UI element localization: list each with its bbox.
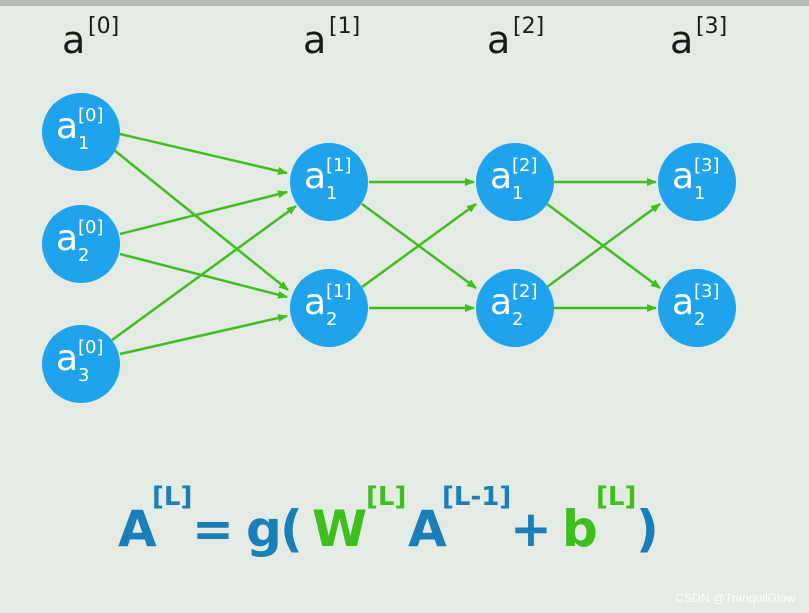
node-a3-2: a [3] 2 [658,269,736,347]
node-sup: [2] [512,155,538,176]
edge-a2-2-a3-1 [546,202,661,289]
node-a3-1: a [3] 1 [658,143,736,221]
node-base: a [490,156,513,197]
node-a2-2: a [2] 2 [476,269,554,347]
node-sup: [2] [512,281,538,302]
layer-title-sup: [3] [696,14,728,39]
node-base: a [56,218,79,259]
node-base: a [490,282,513,323]
layer-title-base: a [303,18,327,62]
node-sub: 3 [78,365,90,386]
edge-a0-3-a1-1 [111,204,297,342]
formula-b: b [562,500,598,558]
formula-A: A [118,500,157,558]
formula-A-prev: A [408,500,447,558]
node-a0-3: a [0] 3 [42,325,120,403]
top-band [0,0,809,6]
node-base: a [56,338,79,379]
node-sub: 1 [78,133,90,154]
edge-a0-2-a1-2 [119,252,288,299]
node-base: a [304,282,327,323]
formula-sup-L-green: [L] [366,482,407,512]
node-sup: [1] [326,281,352,302]
node-sub: 2 [512,309,524,330]
node-sub: 2 [78,245,90,266]
edge-a0-2-a1-1 [119,190,288,236]
formula-right-paren: ) [636,500,659,558]
formula-equals: = [192,500,234,558]
layer-title-0: a [0] [62,14,119,78]
layer-title-1: a [1] [303,14,360,78]
node-sub: 2 [326,309,338,330]
node-sub: 1 [694,183,706,204]
watermark: CSDN @TranquilGlow [675,591,795,605]
node-a0-2: a [0] 2 [42,205,120,283]
node-a1-2: a [1] 2 [290,269,368,347]
node-a2-1: a [2] 1 [476,143,554,221]
layer-title-sup: [1] [329,14,361,39]
layer-title-sup: [0] [88,14,120,39]
formula-plus: + [510,500,552,558]
layer-title-base: a [62,18,86,62]
node-sub: 2 [694,309,706,330]
node-sup: [3] [694,281,720,302]
edge-a1-2-a2-1 [361,202,477,289]
layer-title-sup: [2] [513,14,545,39]
edge-a0-1-a1-2 [113,149,289,291]
layer-title-base: a [487,18,511,62]
formula-left-paren: ( [280,500,303,558]
formula-g: g [246,500,282,558]
formula-sup-L-minus-1: [L-1] [442,482,512,512]
node-sup: [3] [694,155,720,176]
node-base: a [672,282,695,323]
node-sub: 1 [326,183,338,204]
node-base: a [304,156,327,197]
node-sup: [0] [78,105,104,126]
formula-W: W [312,500,368,558]
node-base: a [672,156,695,197]
node-sup: [1] [326,155,352,176]
node-sup: [0] [78,337,104,358]
edge-a0-3-a1-2 [119,314,288,356]
layer-title-3: a [3] [670,14,727,78]
layer-title-base: a [670,18,694,62]
layer-title-2: a [2] [487,14,544,78]
node-base: a [56,106,79,147]
node-a0-1: a [0] 1 [42,93,120,171]
formula-sup-L-green-2: [L] [596,482,637,512]
edge-a0-1-a1-1 [119,132,288,175]
node-sub: 1 [512,183,524,204]
node-a1-1: a [1] 1 [290,143,368,221]
formula-sup-L: [L] [152,482,193,512]
forward-propagation-formula: A [L] = g ( W [L] A [L-1] + b [L] ) [118,478,678,578]
node-sup: [0] [78,217,104,238]
